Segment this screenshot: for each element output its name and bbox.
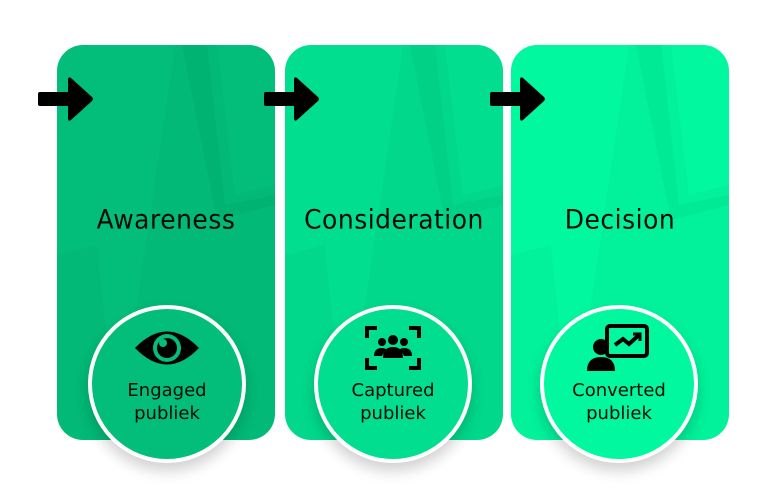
badge-label-line1: Engaged [127,380,207,401]
arrow-right-icon [490,77,545,121]
stage-badge-engaged: Engaged publiek [88,305,246,463]
badge-label: Converted publiek [572,379,666,425]
stage-badge-converted: Converted publiek [540,305,698,463]
badge-label-line2: publiek [360,403,426,424]
badge-label-line1: Converted [572,380,666,401]
badge-label-line2: publiek [586,403,652,424]
stage-title: Decision [564,204,676,235]
arrow-right-icon [264,77,319,121]
badge-label-line2: publiek [134,403,200,424]
badge-label: Captured publiek [352,379,435,425]
arrow-right-icon [38,77,93,121]
stage-title: Awareness [96,204,236,235]
audience-focus-icon [365,326,421,370]
eye-icon [135,331,199,365]
badge-label-line1: Captured [351,380,435,401]
stage-title: Consideration [304,204,484,235]
stage-badge-captured: Captured publiek [314,305,472,463]
presenter-chart-icon [587,324,649,371]
badge-label: Engaged publiek [127,379,206,425]
